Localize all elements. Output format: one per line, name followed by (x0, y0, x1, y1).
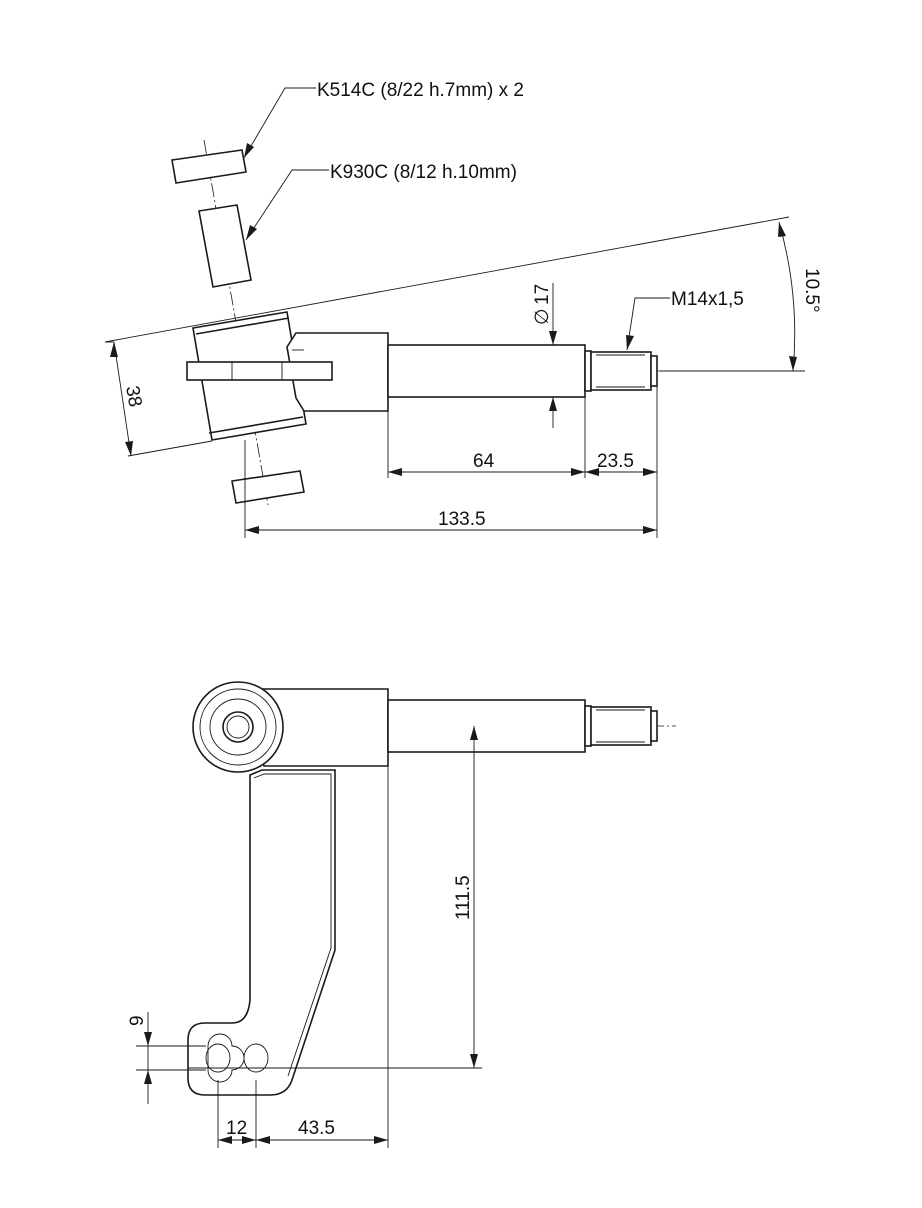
dim133-arrow-left (245, 526, 259, 534)
cross-pin (186, 361, 333, 381)
thread-step (584, 350, 592, 392)
spindle-shaft (387, 344, 586, 398)
dim111-arrow-top (470, 726, 478, 740)
bushing-long (198, 204, 252, 288)
bushing-pair-arrow (244, 143, 254, 158)
angle-arrow-bottom (789, 356, 797, 371)
dim64-arrow-right (571, 468, 585, 476)
bushing-pair-leader (243, 87, 316, 159)
angle-label: 10.5° (801, 268, 822, 313)
hub-ring-2 (209, 698, 267, 756)
angle-arc (778, 221, 796, 372)
dia-arrow-top (549, 331, 557, 345)
angle-reference-line (104, 216, 790, 343)
dim12-label: 12 (226, 1118, 247, 1139)
bushing-long-leader (245, 169, 329, 241)
dim38-ext-bottom (127, 440, 213, 457)
housing-bottom-edge (208, 416, 304, 434)
top-view: 111.5 9 12 43.5 (127, 681, 676, 1148)
bushing-top (171, 149, 247, 184)
dim43-arrow-right (374, 1136, 388, 1144)
thread-callout: M14x1,5 (671, 289, 744, 310)
hub-bore-inner (226, 715, 250, 739)
dia-symbol: ∅ (532, 308, 553, 325)
dim9-arrow-top (144, 1032, 152, 1046)
dim23-arrow-right (643, 468, 657, 476)
dim12-arrow-right (242, 1136, 256, 1144)
dim38-arrow-top (110, 342, 118, 357)
dim38-line (113, 341, 132, 457)
dim9-label: 9 (127, 1015, 148, 1026)
steering-arm-inner-edge (253, 773, 332, 1077)
side-view: 10.5° 38 ∅ 17 M14x1,5 K514C (8/22 h.7mm)… (104, 80, 822, 538)
arm-hole-2-outline (243, 1043, 269, 1073)
hub-outer (192, 681, 284, 773)
arm-hole-1-outline (205, 1043, 231, 1073)
dim38-label: 38 (121, 384, 145, 408)
dim23-label: 23.5 (597, 451, 634, 472)
threaded-end (590, 351, 652, 391)
bushing-bottom (231, 470, 305, 504)
hub-ring-1 (199, 688, 277, 766)
dia-arrow-bottom (549, 397, 557, 411)
dim38-arrow-bottom (125, 441, 133, 456)
angle-arrow-top (778, 222, 786, 237)
dim43-label: 43.5 (298, 1118, 335, 1139)
thread-leader (626, 297, 670, 351)
bushing-long-callout: K930C (8/12 h.10mm) (330, 162, 517, 183)
top-thread-step (584, 705, 592, 747)
dim111-label: 111.5 (453, 875, 474, 920)
dim23-arrow-left (585, 468, 599, 476)
housing-top-edge (195, 317, 290, 335)
top-thread-tip (650, 710, 658, 742)
top-spindle-shaft (387, 699, 586, 753)
hub-bore (222, 711, 254, 743)
steering-arm (187, 769, 336, 1096)
bushing-long-arrow (246, 225, 257, 240)
top-threaded-end (590, 706, 652, 746)
dim9-arrow-bottom (144, 1070, 152, 1084)
dia-label: 17 (532, 284, 553, 305)
dim133-label: 133.5 (438, 509, 486, 530)
dim111-arrow-bottom (470, 1054, 478, 1068)
dim133-arrow-right (643, 526, 657, 534)
dim43-arrow-left (256, 1136, 270, 1144)
bushing-pair-callout: K514C (8/22 h.7mm) x 2 (317, 80, 524, 101)
thread-leader-arrow (626, 335, 634, 350)
thread-tip (650, 355, 658, 387)
dim64-arrow-left (388, 468, 402, 476)
dim64-label: 64 (473, 451, 495, 472)
dim12-arrow-left (218, 1136, 232, 1144)
